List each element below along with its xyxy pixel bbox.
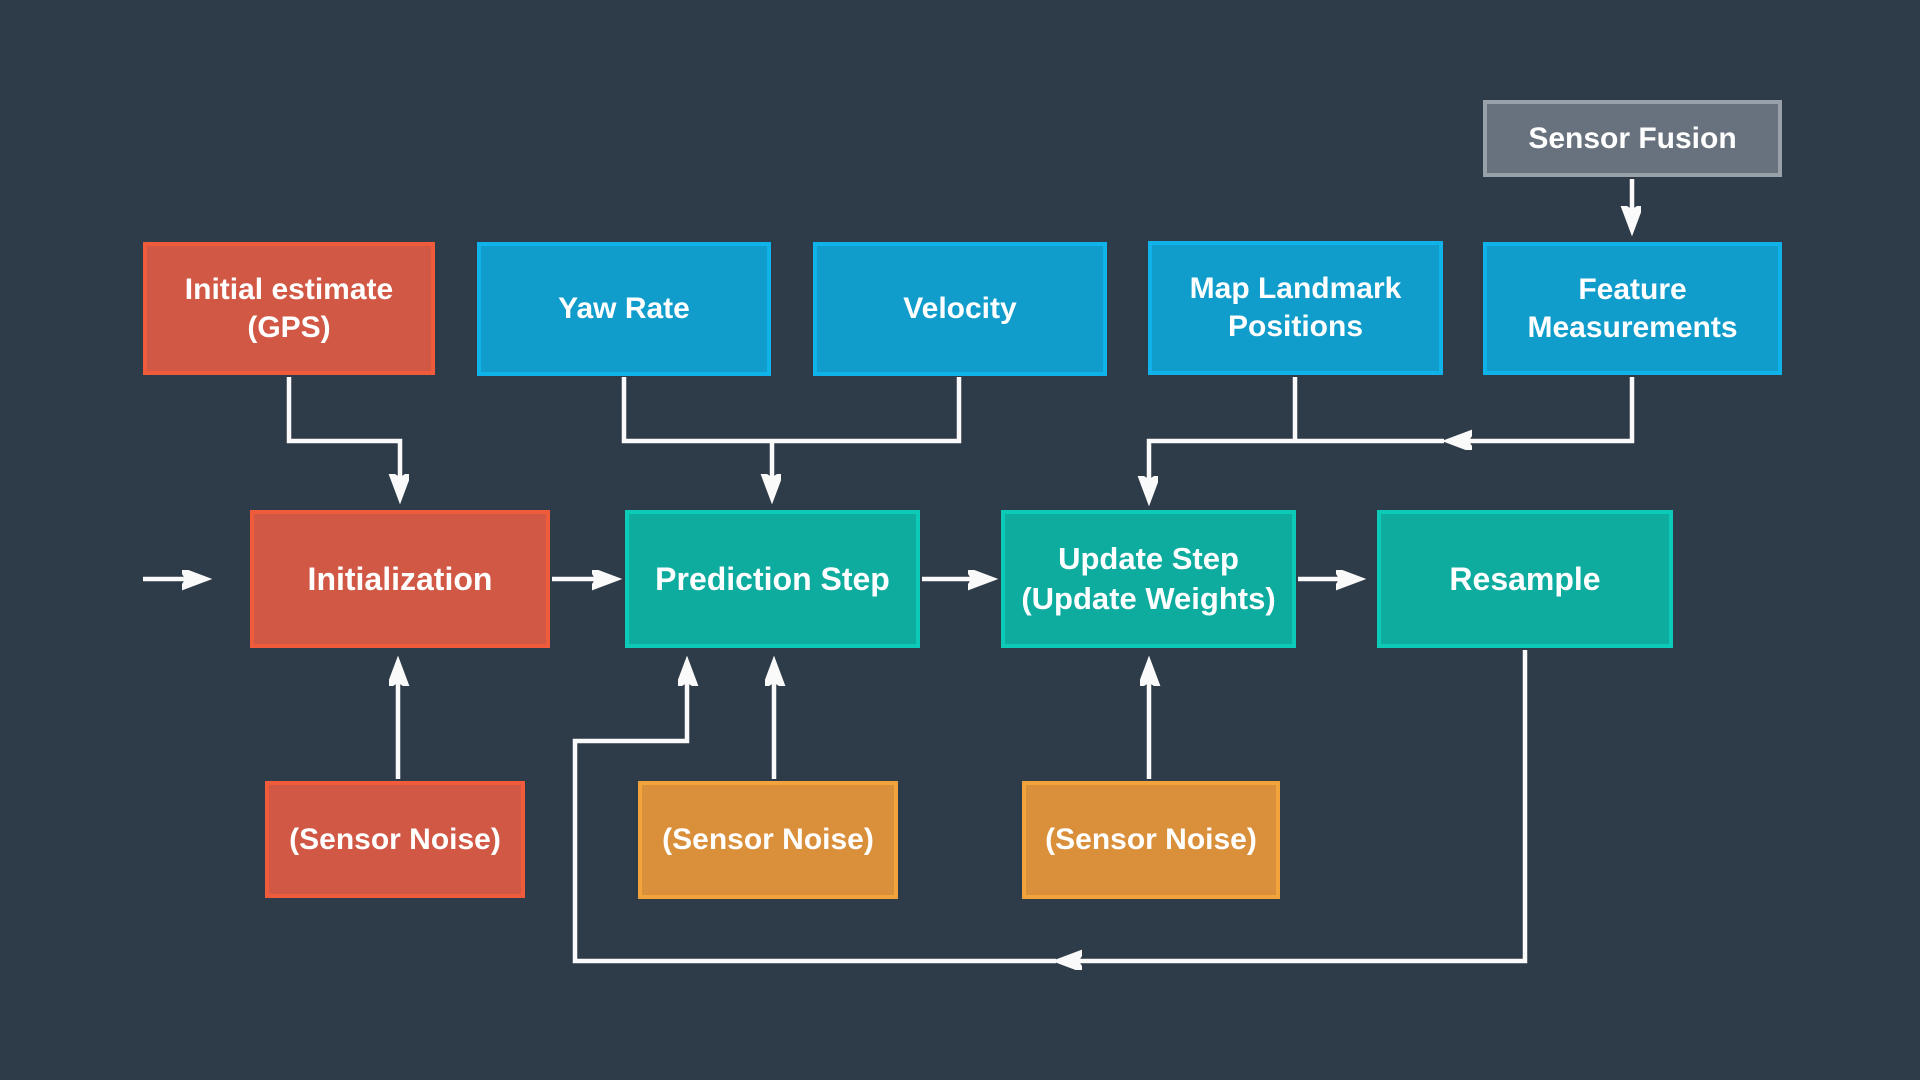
arrow-junction-to-update	[1149, 438, 1444, 496]
node-velocity: Velocity	[813, 242, 1107, 376]
node-update-step: Update Step (Update Weights)	[1001, 510, 1296, 648]
node-feature-measurements-line1: Feature	[1578, 272, 1687, 306]
node-update-step-line2: (Update Weights)	[1021, 581, 1276, 616]
node-resample: Resample	[1377, 510, 1673, 648]
node-yaw-rate: Yaw Rate	[477, 242, 771, 376]
node-velocity-label: Velocity	[903, 292, 1017, 325]
node-yaw-rate-label: Yaw Rate	[558, 292, 690, 325]
node-update-step-line1: Update Step	[1058, 541, 1239, 576]
node-map-landmark-positions: Map Landmark Positions	[1148, 241, 1443, 375]
node-sensor-noise-prediction: (Sensor Noise)	[638, 781, 898, 899]
node-map-landmark-line1: Map Landmark	[1189, 272, 1402, 305]
node-sensor-noise-update-label: (Sensor Noise)	[1045, 823, 1257, 856]
node-map-landmark-line2: Positions	[1227, 310, 1363, 343]
node-feature-measurements: Feature Measurements	[1483, 242, 1782, 375]
node-sensor-fusion: Sensor Fusion	[1483, 100, 1782, 177]
node-sensor-noise-initialization-label: (Sensor Noise)	[289, 822, 501, 856]
node-initialization-label: Initialization	[307, 561, 493, 597]
node-resample-label: Resample	[1449, 561, 1601, 597]
node-sensor-noise-update: (Sensor Noise)	[1022, 781, 1280, 899]
node-sensor-noise-prediction-label: (Sensor Noise)	[662, 823, 874, 856]
node-feature-measurements-line2: Measurements	[1527, 310, 1738, 344]
node-prediction-step: Prediction Step	[625, 510, 920, 648]
arrow-feedback-to-prediction	[572, 666, 1056, 964]
node-initial-estimate-line1: Initial estimate	[184, 272, 394, 306]
arrow-feature-leftward	[1452, 377, 1635, 441]
node-sensor-noise-initialization: (Sensor Noise)	[265, 781, 525, 898]
connector-yaw-velocity-merge	[621, 377, 962, 444]
arrow-gps-to-initialization	[286, 377, 400, 494]
node-initial-estimate-gps: Initial estimate (GPS)	[143, 242, 435, 375]
node-sensor-fusion-label: Sensor Fusion	[1528, 121, 1737, 155]
node-prediction-step-label: Prediction Step	[655, 561, 890, 597]
node-initialization: Initialization	[250, 510, 550, 648]
node-initial-estimate-line2: (GPS)	[247, 310, 331, 344]
arrow-resample-feedback-out	[1062, 650, 1528, 961]
